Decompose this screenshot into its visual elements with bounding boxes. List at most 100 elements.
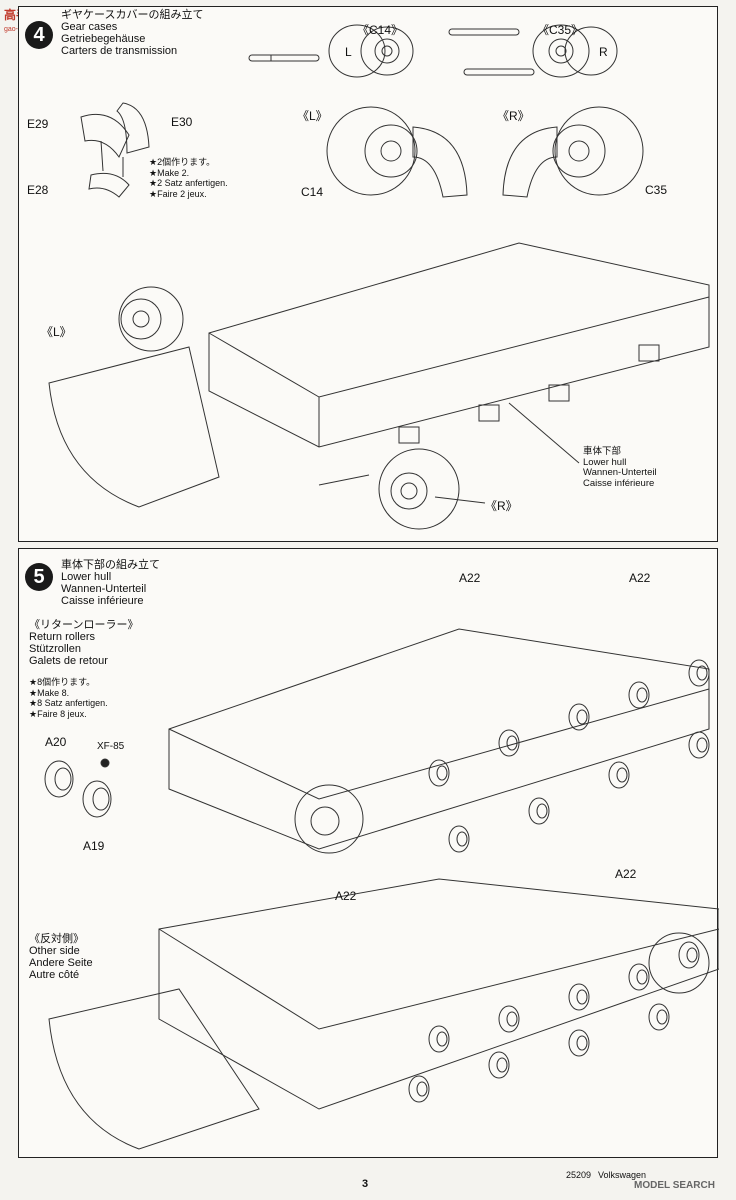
step-number-badge: 5 xyxy=(25,563,53,591)
rr-jp: 《リターンローラー》 xyxy=(29,619,139,631)
return-roller-hub xyxy=(636,969,648,985)
return-roller-hub xyxy=(416,1081,428,1097)
footer-code: 25209 xyxy=(566,1170,592,1180)
title-fr: Caisse inférieure xyxy=(61,595,144,607)
return-roller xyxy=(628,681,650,709)
return-roller xyxy=(568,703,590,731)
part-a22-callout: A22 xyxy=(615,867,637,881)
step-5-drawing xyxy=(44,628,719,1150)
return-roller xyxy=(408,1075,430,1103)
title-jp: 車体下部の組み立て xyxy=(61,559,160,571)
callout-r-mid: 《R》 xyxy=(497,109,530,123)
note-en: ★Make 2. xyxy=(149,167,190,178)
other-de: Andere Seite xyxy=(29,957,93,969)
return-roller xyxy=(528,797,550,825)
step-number-badge: 4 xyxy=(25,21,53,49)
callout-l-hull: 《L》 xyxy=(41,325,72,339)
return-roller xyxy=(498,729,520,757)
part-a20: A20 xyxy=(45,735,67,749)
return-roller xyxy=(608,761,630,789)
title-de: Wannen-Unterteil xyxy=(61,583,147,595)
rr-de: Stützrollen xyxy=(29,643,81,655)
note-en: ★Make 8. xyxy=(29,687,70,698)
hull-fr: Caisse inférieure xyxy=(583,477,655,489)
part-a22-callout: A22 xyxy=(629,571,651,585)
return-roller-hub xyxy=(616,767,628,783)
return-roller xyxy=(688,659,710,687)
return-roller-hub xyxy=(576,1035,588,1051)
footer-brand-text: Volkswagen xyxy=(598,1170,647,1180)
note-fr: ★Faire 8 jeux. xyxy=(29,708,87,719)
note-fr: ★Faire 2 jeux. xyxy=(149,188,207,199)
return-roller-hub xyxy=(496,1057,508,1073)
step-4-title: ギヤケースカバーの組み立て Gear cases Getriebegehäuse… xyxy=(61,9,203,57)
part-a22-callout: A22 xyxy=(459,571,481,585)
part-a19: A19 xyxy=(83,839,105,853)
other-jp: 《反対側》 xyxy=(29,933,84,945)
return-roller xyxy=(428,759,450,787)
return-roller-hub xyxy=(536,803,548,819)
return-roller xyxy=(628,963,650,991)
return-roller-hub xyxy=(436,1031,448,1047)
note-jp: ★2個作ります。 xyxy=(149,157,216,167)
hull-de: Wannen-Unterteil xyxy=(583,467,657,478)
footer-watermark: MODEL SEARCH xyxy=(634,1180,715,1191)
part-c35: C35 xyxy=(645,183,668,197)
title-fr: Carters de transmission xyxy=(61,45,178,57)
part-e28: E28 xyxy=(27,183,49,197)
callout-r-hull: 《R》 xyxy=(485,499,518,513)
callout-l-mid: 《L》 xyxy=(297,109,328,123)
return-roller xyxy=(648,1003,670,1031)
other-en: Other side xyxy=(29,945,80,957)
return-roller-hub xyxy=(656,1009,668,1025)
return-roller-hub xyxy=(576,709,588,725)
return-roller-hub xyxy=(436,765,448,781)
note-jp: ★8個作ります。 xyxy=(29,677,96,687)
callout-c14-top: 《C14》 xyxy=(357,23,404,37)
callout-c35-top: 《C35》 xyxy=(537,23,584,37)
title-en: Lower hull xyxy=(61,571,112,583)
step-4-drawing xyxy=(48,24,710,530)
return-roller xyxy=(428,1025,450,1053)
step-4-hull-label: 車体下部 Lower hull Wannen-Unterteil Caisse … xyxy=(583,446,657,489)
part-e30: E30 xyxy=(171,115,193,129)
page-number: 3 xyxy=(362,1178,369,1190)
step-4-make-note: ★2個作ります。 ★Make 2. ★2 Satz anfertigen. ★F… xyxy=(149,157,228,199)
return-roller-hub xyxy=(686,947,698,963)
other-side-title: 《反対側》 Other side Andere Seite Autre côté xyxy=(29,933,93,981)
step-5-make-note: ★8個作ります。 ★Make 8. ★8 Satz anfertigen. ★F… xyxy=(29,677,108,719)
return-roller-hub xyxy=(576,989,588,1005)
return-roller xyxy=(678,941,700,969)
return-roller-hub xyxy=(506,735,518,751)
return-rollers-title: 《リターンローラー》 Return rollers Stützrollen Ga… xyxy=(29,619,138,667)
return-roller xyxy=(688,731,710,759)
return-roller xyxy=(498,1005,520,1033)
return-roller-hub xyxy=(636,687,648,703)
step-4-panel: 4 ギヤケースカバーの組み立て Gear cases Getriebegehäu… xyxy=(18,6,718,542)
part-e29: E29 xyxy=(27,117,49,131)
title-de: Getriebegehäuse xyxy=(61,33,146,45)
return-roller xyxy=(568,983,590,1011)
return-roller xyxy=(488,1051,510,1079)
step-5-title: 車体下部の組み立て Lower hull Wannen-Unterteil Ca… xyxy=(61,559,160,607)
step-5-panel: 5 車体下部の組み立て Lower hull Wannen-Unterteil … xyxy=(18,548,719,1158)
title-en: Gear cases xyxy=(61,21,118,33)
title-jp: ギヤケースカバーの組み立て xyxy=(61,9,204,21)
hull-jp: 車体下部 xyxy=(583,446,622,457)
disk-label-r: R xyxy=(599,45,608,59)
rr-fr: Galets de retour xyxy=(29,655,108,667)
note-de: ★2 Satz anfertigen. xyxy=(149,178,228,188)
return-roller xyxy=(568,1029,590,1057)
other-fr: Autre côté xyxy=(29,969,80,981)
paint-xf85: XF-85 xyxy=(97,741,125,752)
return-roller xyxy=(448,825,470,853)
return-roller-hub xyxy=(696,665,708,681)
note-de: ★8 Satz anfertigen. xyxy=(29,698,108,708)
part-c14: C14 xyxy=(301,185,324,199)
return-roller-hub xyxy=(696,737,708,753)
return-roller-hub xyxy=(456,831,468,847)
part-a22-callout: A22 xyxy=(335,889,357,903)
return-roller-hub xyxy=(506,1011,518,1027)
disk-label-l: L xyxy=(345,45,352,59)
hull-en: Lower hull xyxy=(583,456,627,468)
